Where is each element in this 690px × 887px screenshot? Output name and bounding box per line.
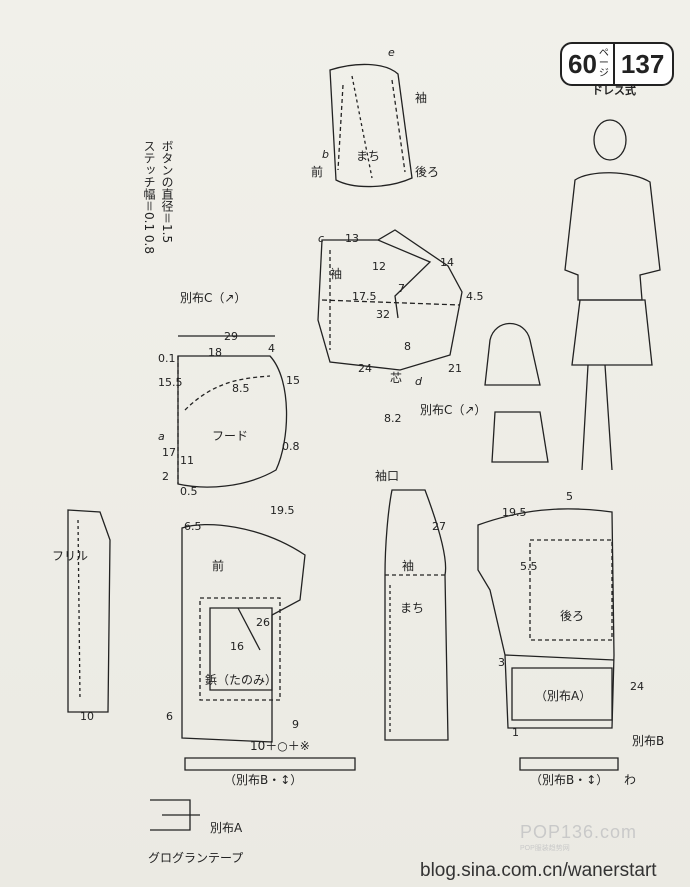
label-ba-tape: 別布A <box>210 821 243 835</box>
label-betsu-b-back: （別布B・↕） <box>530 773 608 787</box>
dim-9: 9 <box>292 718 299 731</box>
dim-15: 15 <box>286 374 300 387</box>
label-bc-sleeve: 別布C（↗） <box>420 403 486 417</box>
note-button: ボタンの直径＝1.5 <box>160 140 174 244</box>
dim-3: 3 <box>498 656 505 669</box>
dim-85: 8.5 <box>232 382 250 395</box>
dim-05: 0.5 <box>180 485 198 498</box>
label-bb-back: 別布B <box>632 734 664 748</box>
point-a: a <box>158 430 165 443</box>
dim-7: 7 <box>398 282 405 295</box>
watermark-name: POP136.com <box>520 822 638 842</box>
dim-5: 5 <box>566 490 573 503</box>
label-gusset: まち <box>400 601 424 615</box>
label-sleeve-raglan: 袖 <box>330 266 342 281</box>
dim-27: 27 <box>432 520 446 533</box>
dim-17: 17 <box>162 446 176 459</box>
label-betsu-a: （別布A） <box>535 689 591 703</box>
dim-26: 26 <box>256 616 270 629</box>
dim-155: 15.5 <box>158 376 183 389</box>
blog-url: blog.sina.com.cn/wanerstart <box>420 860 657 881</box>
label-betsu-b-front: （別布B・↕） <box>224 773 302 787</box>
dim-8: 8 <box>404 340 411 353</box>
dim-65: 6.5 <box>184 520 202 533</box>
dim-18: 18 <box>208 346 222 359</box>
watermark-sub: POP服装趋势网 <box>520 845 570 852</box>
label-gusset-top: まち <box>356 149 380 163</box>
page-badge: 60 ページ 137 <box>560 42 674 86</box>
dim-16: 16 <box>230 640 244 653</box>
label-interfacing: 芯 <box>390 371 402 385</box>
dim-10: 10 <box>80 710 94 723</box>
dim-55: 5.5 <box>520 560 538 573</box>
point-b: b <box>322 148 329 161</box>
point-d: d <box>415 375 423 388</box>
point-e: e <box>388 46 395 59</box>
dim-24: 24 <box>358 362 372 375</box>
note-stitch: ステッチ幅＝0.1 0.8 <box>142 140 156 254</box>
dim-11: 11 <box>180 454 194 467</box>
dim-195-back: 19.5 <box>502 506 527 519</box>
dim-12: 12 <box>372 260 386 273</box>
label-hood: フード <box>212 429 248 443</box>
dim-13: 13 <box>345 232 359 245</box>
point-c: c <box>318 232 324 245</box>
label-cuff: 袖口 <box>375 468 399 483</box>
dim-01: 0.1 <box>158 352 176 365</box>
dim-32: 32 <box>376 308 390 321</box>
label-back-top: 後ろ <box>415 165 439 179</box>
dim-2: 2 <box>162 470 169 483</box>
page-ref: 60 <box>568 48 597 79</box>
label-frill: フリル <box>52 549 88 563</box>
dim-195-front: 19.5 <box>270 504 295 517</box>
dim-21: 21 <box>448 362 462 375</box>
label-pocket: 鋲（たのみ） <box>205 672 277 687</box>
dim-08: 0.8 <box>282 440 300 453</box>
brand-label: ドレス式 <box>592 84 636 97</box>
pattern-number: 137 <box>612 44 664 84</box>
dim-82: 8.2 <box>384 412 402 425</box>
dim-29: 29 <box>224 330 238 343</box>
dim-14: 14 <box>440 256 454 269</box>
label-back: 後ろ <box>560 609 584 623</box>
label-fold: わ <box>624 773 636 787</box>
page-label: ページ <box>598 48 609 79</box>
label-sleeve: 袖 <box>402 558 414 573</box>
dim-1: 1 <box>512 726 519 739</box>
label-sleeve-top: 袖 <box>415 90 427 105</box>
seam-formula: 10＋○＋※ <box>250 739 310 753</box>
watermark: POP136.com POP服装趋势网 <box>520 822 637 853</box>
label-front: 前 <box>212 558 224 573</box>
dim-24-back: 24 <box>630 680 644 693</box>
label-front-top: 前 <box>311 164 323 179</box>
label-grosgrain: グログランテープ <box>148 851 243 865</box>
dim-175: 17.5 <box>352 290 377 303</box>
dim-4: 4 <box>268 342 275 355</box>
label-bc-hood: 別布C（↗） <box>180 291 246 305</box>
dim-6: 6 <box>166 710 173 723</box>
dim-45: 4.5 <box>466 290 484 303</box>
